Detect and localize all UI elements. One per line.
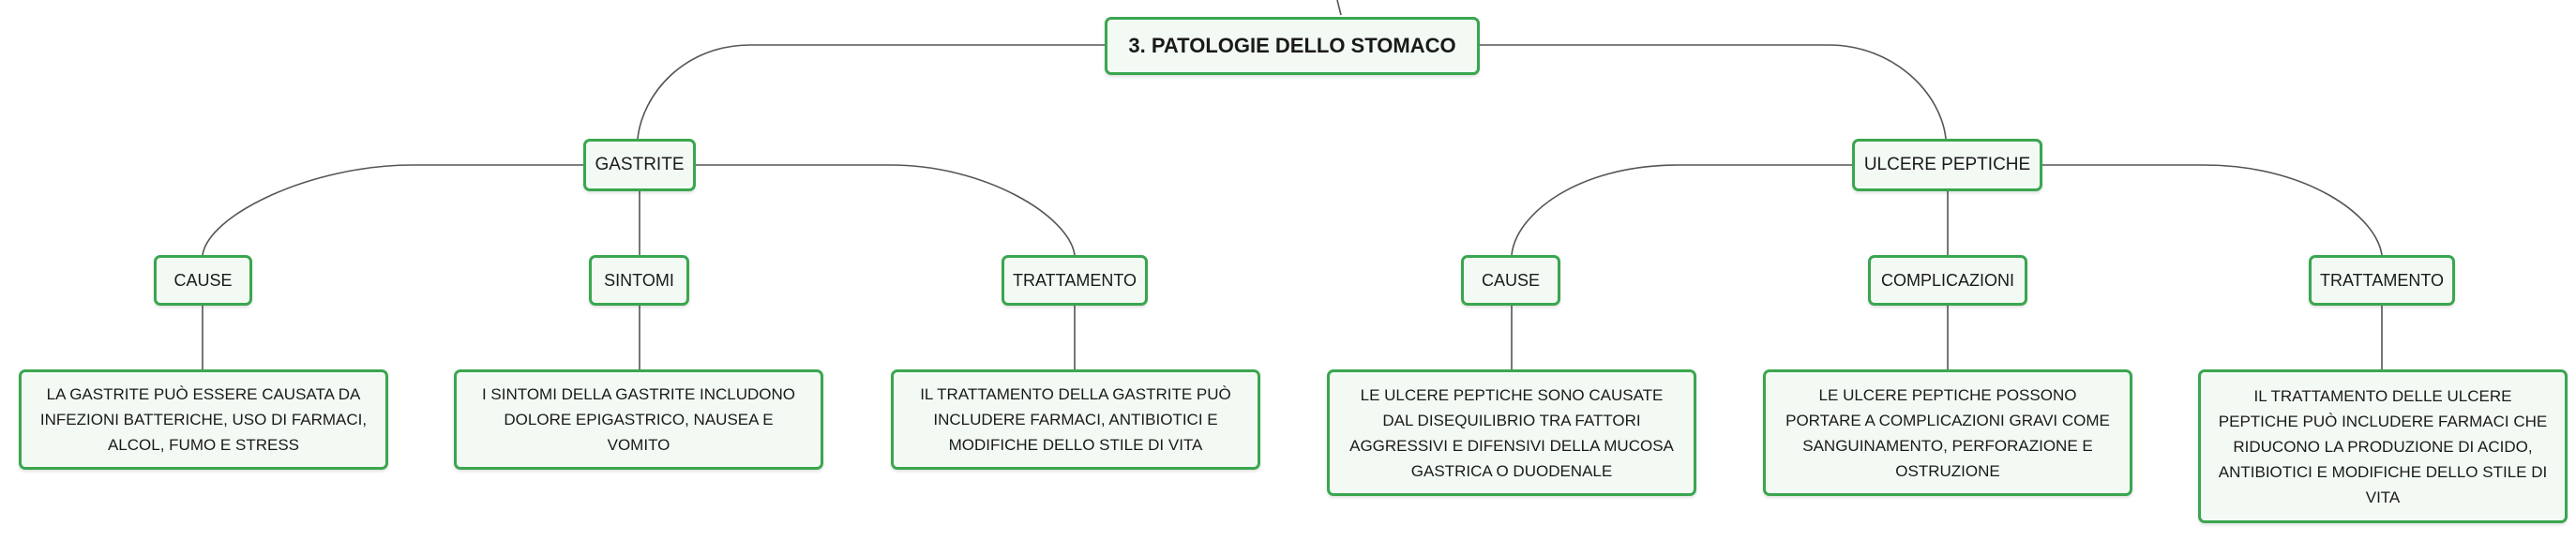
subtopic-gastrite-trattamento[interactable]: TRATTAMENTO (1002, 255, 1148, 306)
connector-root-gastrite (637, 44, 1105, 140)
detail-ulcere-cause-text: LE ULCERE PEPTICHE SONO CAUSATE DAL DISE… (1349, 385, 1674, 480)
connector-ulcere-trattamento (2042, 164, 2383, 256)
subtopic-ulcere-trattamento-label: TRATTAMENTO (2320, 270, 2444, 290)
topic-gastrite-label: GASTRITE (595, 155, 685, 174)
subtopic-ulcere-cause[interactable]: CAUSE (1461, 255, 1560, 306)
connector-root-ulcere (1480, 44, 1947, 140)
connector-ulcere-cause (1511, 164, 1852, 256)
subtopic-ulcere-trattamento[interactable]: TRATTAMENTO (2309, 255, 2455, 306)
subtopic-ulcere-cause-label: CAUSE (1481, 270, 1540, 290)
root-topic[interactable]: 3. PATOLOGIE DELLO STOMACO (1105, 17, 1480, 75)
topic-ulcere-peptiche-label: ULCERE PEPTICHE (1863, 155, 2031, 174)
detail-ulcere-trattamento[interactable]: IL TRATTAMENTO DELLE ULCERE PEPTICHE PUÒ… (2198, 369, 2568, 523)
detail-ulcere-complicazioni-text: LE ULCERE PEPTICHE POSSONO PORTARE A COM… (1785, 385, 2110, 480)
subtopic-gastrite-sintomi[interactable]: SINTOMI (589, 255, 689, 306)
detail-gastrite-sintomi[interactable]: I SINTOMI DELLA GASTRITE INCLUDONO DOLOR… (454, 369, 823, 470)
subtopic-gastrite-sintomi-label: SINTOMI (604, 270, 674, 290)
connector-gastrite-trattamento (696, 164, 1076, 256)
subtopic-ulcere-complicazioni[interactable]: COMPLICAZIONI (1868, 255, 2027, 306)
root-topic-label: 3. PATOLOGIE DELLO STOMACO (1128, 34, 1456, 57)
detail-gastrite-cause-text: LA GASTRITE PUÒ ESSERE CAUSATA DA INFEZI… (39, 385, 368, 454)
detail-gastrite-cause[interactable]: LA GASTRITE PUÒ ESSERE CAUSATA DA INFEZI… (19, 369, 388, 470)
detail-gastrite-trattamento[interactable]: IL TRATTAMENTO DELLA GASTRITE PUÒ INCLUD… (891, 369, 1260, 470)
subtopic-gastrite-cause[interactable]: CAUSE (154, 255, 252, 306)
subtopic-ulcere-complicazioni-label: COMPLICAZIONI (1880, 270, 2014, 290)
detail-ulcere-cause[interactable]: LE ULCERE PEPTICHE SONO CAUSATE DAL DISE… (1327, 369, 1696, 496)
connector-parent-root (1336, 0, 1342, 16)
detail-gastrite-sintomi-text: I SINTOMI DELLA GASTRITE INCLUDONO DOLOR… (481, 385, 796, 454)
topic-gastrite[interactable]: GASTRITE (583, 139, 696, 191)
detail-ulcere-trattamento-text: IL TRATTAMENTO DELLE ULCERE PEPTICHE PUÒ… (2218, 386, 2548, 506)
subtopic-gastrite-cause-label: CAUSE (173, 270, 233, 290)
detail-gastrite-trattamento-text: IL TRATTAMENTO DELLA GASTRITE PUÒ INCLUD… (920, 385, 1231, 454)
topic-ulcere-peptiche[interactable]: ULCERE PEPTICHE (1852, 139, 2042, 191)
connector-gastrite-cause (202, 164, 583, 256)
subtopic-gastrite-trattamento-label: TRATTAMENTO (1013, 270, 1137, 290)
detail-ulcere-complicazioni[interactable]: LE ULCERE PEPTICHE POSSONO PORTARE A COM… (1763, 369, 2132, 496)
